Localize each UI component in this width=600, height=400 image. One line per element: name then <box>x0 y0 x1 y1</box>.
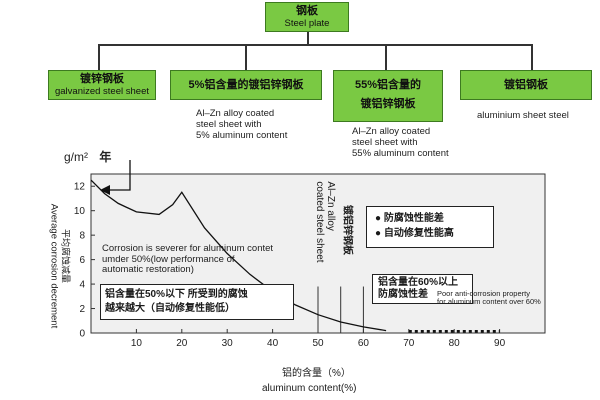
alzn55-desc-line: 55% aluminum content <box>352 148 449 159</box>
x-tick-label: 40 <box>267 338 279 349</box>
bottom-right-en-line: for aluminum content over 60% <box>437 297 541 306</box>
middle-line: automatic restoration) <box>102 264 194 275</box>
alzn5-cn: 5%铝含量的镀铝锌钢板 <box>188 79 304 91</box>
middle-line: umder 50%(low performance of <box>102 253 235 265</box>
y-tick-label: 2 <box>79 304 85 315</box>
right-annotation-box: ● 防腐蚀性能差 ● 自动修复性能高 <box>366 206 494 248</box>
pointer-arrow-head <box>100 185 110 195</box>
left-box-line: 越来越大（自动修复性能低） <box>105 303 235 314</box>
x-axis-title-cn: 铝的含量（%） <box>282 368 351 379</box>
bottom-right-cn-line: 防腐蚀性差 <box>378 289 428 300</box>
vertical-alzn-line: Al–Zn alloy <box>325 181 336 231</box>
alzn5-desc-line: 5% aluminum content <box>196 130 288 141</box>
steel-plate-box: 钢板 Steel plate <box>265 2 349 32</box>
aluminized-desc-line: aluminium sheet steel <box>477 110 569 121</box>
tree-connector <box>98 44 532 46</box>
bottom-right-box: 铝含量在60%以上 防腐蚀性差 <box>372 274 473 304</box>
alzn55-box: 55%铝含量的 镀铝锌钢板 <box>333 70 443 122</box>
alzn55-cn2: 镀铝锌钢板 <box>360 98 416 110</box>
y-axis-title-cn: 平均腐蚀减量 <box>60 228 71 284</box>
x-tick-label: 80 <box>449 338 461 349</box>
y-tick-label: 6 <box>79 255 85 266</box>
alzn55-cn: 55%铝含量的 <box>354 79 422 91</box>
aluminized-desc: aluminium sheet steel <box>477 110 569 121</box>
corrosion-curve <box>90 179 387 332</box>
tree-connector <box>245 44 247 70</box>
middle-annotation: Corrosion is severer for aluminum contet… <box>102 243 274 276</box>
vertical-alzn-cn: 镀铝锌钢板 <box>341 205 353 255</box>
y-tick-label: 12 <box>74 182 86 193</box>
x-axis-title: aluminum content(%) <box>262 383 357 394</box>
galvanized-cn: 镀锌钢板 <box>80 73 124 85</box>
x-tick-label: 20 <box>176 338 188 349</box>
galvanized-box: 镀锌钢板 galvanized steel sheet <box>48 70 156 100</box>
left-annotation-box: 铝含量在50%以下 所受到的腐蚀 越来越大（自动修复性能低） <box>100 284 294 320</box>
right-box-line: ● 自动修复性能高 <box>375 228 454 239</box>
tree-connector <box>307 32 309 44</box>
alzn5-desc-line: Al–Zn alloy coated <box>196 108 275 119</box>
vertical-alzn-en: Al–Zn alloy coated steel sheet <box>314 181 336 262</box>
galvanized-en: galvanized steel sheet <box>54 86 149 97</box>
alzn55-desc-line: steel sheet with <box>352 137 418 148</box>
x-tick-label: 60 <box>358 338 370 349</box>
right-box-line: ● 防腐蚀性能差 <box>375 213 444 224</box>
alzn55-desc-line: Al–Zn alloy coated <box>352 126 431 137</box>
steel-plate-en: Steel plate <box>284 18 330 29</box>
x-tick-label: 30 <box>222 338 234 349</box>
left-box-line: 铝含量在50%以下 所受到的腐蚀 <box>105 289 248 300</box>
y-unit-cn: 年 <box>99 150 112 164</box>
x-tick-label: 70 <box>403 338 415 349</box>
bottom-right-en-line: Poor anti-corrosion property <box>437 289 530 298</box>
tree-connector <box>385 44 387 70</box>
steel-plate-cn: 钢板 <box>296 5 318 17</box>
y-tick-label: 10 <box>74 206 86 217</box>
x-tick-label: 90 <box>494 338 506 349</box>
bottom-right-cn-line: 铝含量在60%以上 <box>378 277 459 288</box>
pointer-arrow-line <box>108 160 131 191</box>
bottom-right-en: Poor anti-corrosion property for aluminu… <box>437 290 541 306</box>
x-tick-label: 10 <box>131 338 143 349</box>
y-tick-label: 0 <box>79 329 85 340</box>
tree-connector <box>98 44 100 70</box>
tree-connector <box>531 44 533 70</box>
x-tick-label: 50 <box>312 338 324 349</box>
y-unit: g/m² <box>64 150 88 164</box>
alzn55-desc: Al–Zn alloy coated steel sheet with 55% … <box>352 126 449 159</box>
aluminized-cn: 镀铝钢板 <box>504 79 548 91</box>
y-axis-title: Average corrosion decrement <box>48 203 60 329</box>
alzn5-box: 5%铝含量的镀铝锌钢板 <box>170 70 322 100</box>
vertical-alzn-line: coated steel sheet <box>314 181 325 263</box>
alzn5-desc-line: steel sheet with <box>196 119 262 130</box>
y-unit-label: g/m² 年 <box>64 150 112 164</box>
alzn5-desc: Al–Zn alloy coated steel sheet with 5% a… <box>196 108 287 141</box>
middle-line: Corrosion is severer for aluminum contet <box>102 243 274 254</box>
aluminized-box: 镀铝钢板 <box>460 70 592 100</box>
y-tick-label: 4 <box>79 280 85 291</box>
y-tick-label: 8 <box>79 231 85 242</box>
